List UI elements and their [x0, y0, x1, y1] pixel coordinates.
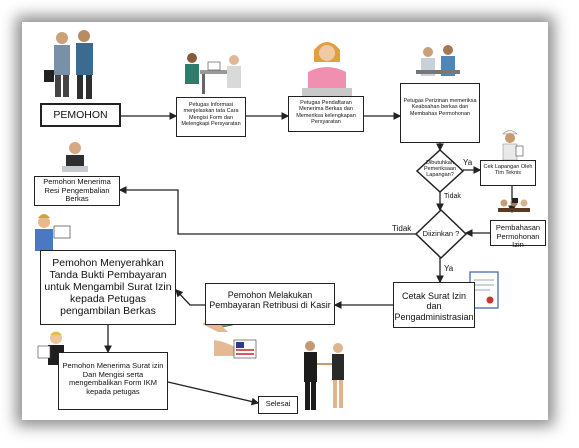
node-pemohon-menerima-resi: Pemohon Menerima Resi Pengembalian Berka…	[34, 176, 120, 206]
node-selesai: Selesai	[258, 396, 298, 414]
node-pembahasan: Pembahasan Permohonan Izin	[490, 220, 546, 249]
node-cek-lapangan: Cek Lapangan Oleh Tim Teknis	[480, 160, 536, 186]
node-petugas-pendaftaran: Petugas Pendaftaran Menerima Berkas dan …	[288, 96, 364, 132]
node-diizinkan: Diizinkan ?	[422, 229, 460, 238]
clerk-icon	[62, 142, 88, 172]
node-petugas-informasi: Petugas Informasi menjelaskan tata Cara …	[176, 97, 246, 137]
presenter-icon	[35, 214, 71, 251]
node-cetak: Cetak Surat Izin dan Pengadministrasian	[393, 282, 475, 328]
surveyor-icon	[502, 130, 524, 161]
handshake-icon	[304, 341, 344, 410]
edge-label-ya-1: Ya	[463, 158, 473, 167]
edge-label-ya-2: Ya	[444, 264, 454, 273]
node-pemohon: PEMOHON	[40, 103, 121, 127]
node-menerima-surat: Pemohon Menerima Surat izin Dan Mengisi …	[58, 352, 168, 410]
meeting-icon	[498, 198, 530, 212]
decision-dibutuhkan-shape	[415, 148, 465, 194]
receptionist-icon	[302, 42, 352, 98]
desk-meeting-icon	[185, 53, 241, 94]
arrow-menerima-selesai	[167, 381, 260, 406]
people-icon	[44, 30, 93, 99]
arrow-pembayaran-menyerahkan	[175, 289, 205, 306]
decision-diizinkan-shape	[414, 208, 468, 260]
node-dibutuhkan: Dibutuhkan Pemeriksaan Lapangan?	[423, 160, 457, 178]
node-pembayaran: Pemohon Melakukan Pembayaran Retribusi d…	[205, 283, 335, 325]
arrow-tidak-resi	[118, 186, 417, 235]
officers-icon	[416, 45, 460, 76]
node-petugas-perizinan: Petugas Perizinan memeriksa Keabsahan be…	[400, 83, 480, 143]
edge-label-tidak-1: Tidak	[444, 193, 461, 200]
edge-label-tidak-2: Tidak	[392, 224, 412, 233]
node-menyerahkan: Pemohon Menyerahkan Tanda Bukti Pembayar…	[40, 250, 176, 325]
